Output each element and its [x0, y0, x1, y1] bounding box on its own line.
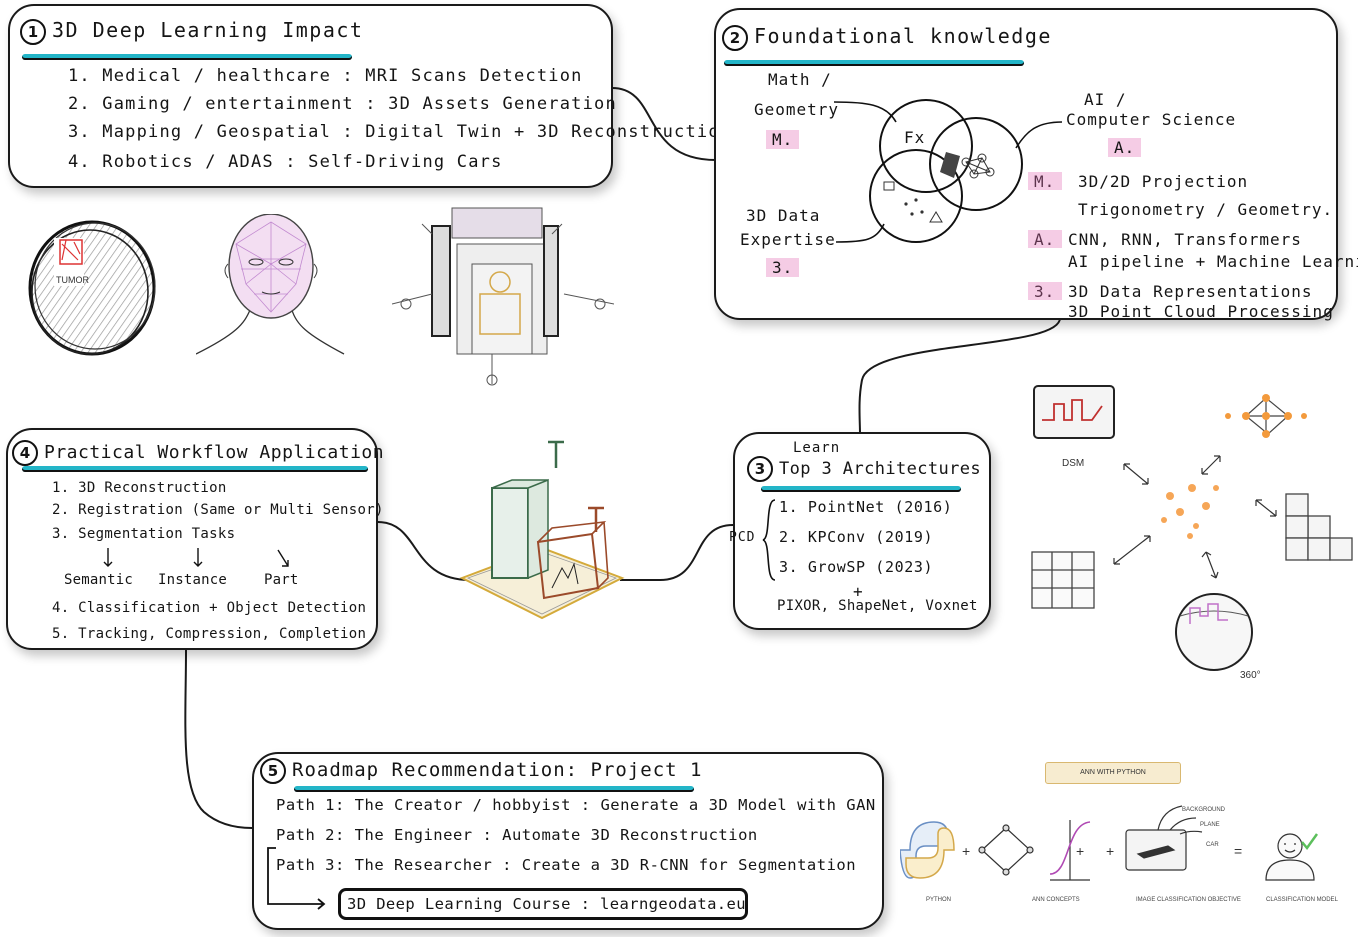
- card4-title-underline: [22, 466, 368, 472]
- detail-ai-line1: CNN, RNN, Transformers: [1068, 230, 1302, 249]
- venn-label-computer-science: Computer Science: [1066, 110, 1237, 129]
- brace: [762, 499, 776, 581]
- venn-label-expertise: Expertise: [740, 230, 836, 249]
- card4-item-5: 5. Tracking, Compression, Completion: [52, 626, 367, 642]
- step-number-badge: 5: [260, 758, 286, 784]
- ann-step-python: PYTHON: [926, 897, 952, 903]
- ann-step-model: CLASSIFICATION MODEL: [1266, 897, 1338, 903]
- venn-label-geometry: Geometry: [754, 100, 840, 119]
- face-mesh-illustration: [196, 214, 345, 355]
- card5-title-text: Roadmap Recommendation: Project 1: [292, 759, 703, 781]
- course-link-box[interactable]: 3D Deep Learning Course : learngeodata.e…: [338, 888, 748, 920]
- card-practical-workflow: 4 Practical Workflow Application 1. 3D Re…: [6, 428, 384, 650]
- card5-title: 5 Roadmap Recommendation: Project 1: [260, 758, 703, 784]
- venn-diagram: [833, 99, 1063, 243]
- card4-item-3: 3. Segmentation Tasks: [52, 526, 236, 542]
- card3-title: 3 Top 3 Architectures: [747, 456, 981, 482]
- architecture-extra: PIXOR, ShapeNet, Voxnet: [777, 598, 978, 614]
- pcd-label: PCD: [729, 530, 756, 545]
- step-number-badge: 1: [20, 19, 46, 45]
- detail-math-line1: 3D/2D Projection: [1078, 172, 1249, 191]
- venn-label-3d-data: 3D Data: [746, 206, 821, 225]
- architecture-item-3: 3. GrowSP (2023): [779, 558, 934, 576]
- card1-title-underline: [22, 54, 352, 60]
- card1-title-text: 3D Deep Learning Impact: [52, 18, 364, 42]
- code-ai: A.: [1108, 138, 1142, 157]
- card4-title: 4 Practical Workflow Application: [12, 440, 384, 466]
- path-3: Path 3: The Researcher : Create a 3D R-C…: [276, 856, 857, 874]
- card3-title-underline: [761, 486, 961, 492]
- detail-ai-line2: AI pipeline + Machine Learning.: [1068, 252, 1358, 271]
- card4-item-4: 4. Classification + Object Detection: [52, 600, 367, 616]
- card4-item-2: 2. Registration (Same or Multi Sensor): [52, 502, 384, 518]
- panorama-label: 360°: [1240, 670, 1261, 681]
- ann-operator-3: +: [1106, 843, 1115, 859]
- card3-pre-title: Learn: [793, 440, 841, 456]
- card-top-architectures: Learn 3 Top 3 Architectures PCD 1. PointN…: [729, 432, 991, 630]
- dsm-label: DSM: [1062, 458, 1085, 469]
- card-roadmap-recommendation: 5 Roadmap Recommendation: Project 1 Path …: [252, 752, 884, 930]
- segmentation-part: Part: [264, 572, 299, 588]
- ann-step-concepts: ANN CONCEPTS: [1032, 897, 1080, 903]
- ann-operator-4: =: [1234, 843, 1243, 859]
- ann-diagram-title: ANN WITH PYTHON: [1045, 762, 1181, 784]
- card4-item-1: 1. 3D Reconstruction: [52, 480, 227, 496]
- 3d-data-representations-diagram: [1031, 385, 1353, 671]
- brain-tumor-illustration: [28, 220, 156, 356]
- venn-label-math: Math /: [768, 70, 832, 89]
- architecture-item-1: 1. PointNet (2016): [779, 498, 953, 516]
- 3d-scene-segmentation-illustration: [459, 440, 625, 620]
- course-link-text: 3D Deep Learning Course : learngeodata.e…: [347, 895, 747, 913]
- detail-code-3d: 3.: [1034, 282, 1055, 301]
- ann-class-plane: PLANE: [1200, 822, 1220, 828]
- detail-code-ai: A.: [1034, 230, 1055, 249]
- autonomous-car-sensor-illustration: [392, 207, 614, 386]
- ann-step-objective: IMAGE CLASSIFICATION OBJECTIVE: [1136, 897, 1241, 903]
- card1-item-1: 1. Medical / healthcare : MRI Scans Dete…: [68, 66, 583, 86]
- card4-title-text: Practical Workflow Application: [44, 442, 385, 463]
- card1-item-3: 3. Mapping / Geospatial : Digital Twin +…: [68, 122, 732, 142]
- card1-item-4: 4. Robotics / ADAS : Self-Driving Cars: [68, 152, 503, 172]
- tumor-label: TUMOR: [56, 275, 89, 285]
- card3-title-text: Top 3 Architectures: [779, 459, 982, 479]
- code-3d: 3.: [766, 258, 800, 277]
- ann-operator-1: +: [962, 843, 971, 859]
- ann-operator-2: +: [1076, 843, 1085, 859]
- venn-center-label: Fx: [904, 128, 926, 147]
- path-bracket-arrow: [267, 847, 326, 910]
- detail-3d-line2: 3D Point Cloud Processing: [1068, 302, 1334, 321]
- card1-item-2: 2. Gaming / entertainment : 3D Assets Ge…: [68, 94, 617, 114]
- venn-label-ai: AI /: [1084, 90, 1127, 109]
- segmentation-instance: Instance: [158, 572, 228, 588]
- pink-highlights: [1028, 172, 1062, 300]
- code-math: M.: [766, 130, 800, 149]
- path-2: Path 2: The Engineer : Automate 3D Recon…: [276, 826, 758, 844]
- detail-code-math: M.: [1034, 172, 1055, 191]
- step-number-badge: 2: [722, 25, 748, 51]
- step-number-badge: 3: [747, 456, 773, 482]
- segmentation-arrows: [103, 548, 289, 567]
- step-number-badge: 4: [12, 440, 38, 466]
- segmentation-semantic: Semantic: [64, 572, 134, 588]
- detail-math-line2: Trigonometry / Geometry.: [1078, 200, 1334, 219]
- card2-title-text: Foundational knowledge: [754, 24, 1052, 48]
- ann-class-car: CAR: [1206, 842, 1219, 848]
- ann-pipeline-diagram: [900, 805, 1319, 881]
- architecture-item-2: 2. KPConv (2019): [779, 528, 934, 546]
- card5-title-underline: [294, 786, 694, 792]
- ann-class-background: BACKGROUND: [1182, 807, 1226, 813]
- card2-title-underline: [724, 60, 1024, 66]
- path-1: Path 1: The Creator / hobbyist : Generat…: [276, 796, 876, 814]
- architecture-plus: +: [853, 582, 864, 601]
- detail-3d-line1: 3D Data Representations: [1068, 282, 1313, 301]
